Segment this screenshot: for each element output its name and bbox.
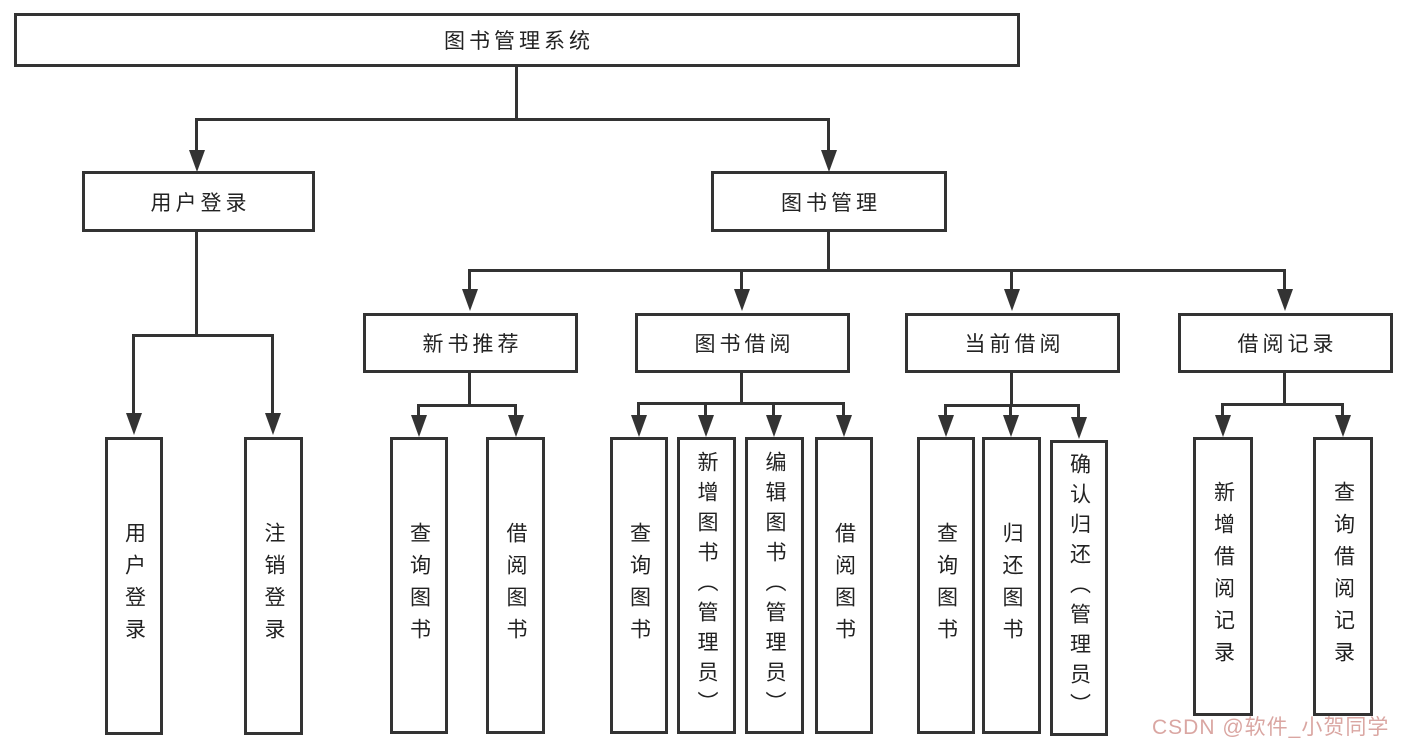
leaf-query-books-recommend: 查询图书 [390, 437, 448, 734]
arrowhead-icon [189, 150, 205, 172]
leaf-label: 查询借阅记录 [1331, 480, 1355, 673]
connector-line [271, 335, 274, 414]
connector-line [637, 403, 640, 416]
leaf-label: 借阅图书 [504, 521, 527, 650]
connector-line [827, 119, 830, 151]
connector-hline [417, 404, 517, 407]
arrowhead-icon [508, 415, 524, 437]
leaf-label: 用户登录 [122, 522, 146, 650]
leaf-logout: 注销登录 [244, 437, 303, 735]
arrowhead-icon [698, 415, 714, 437]
connector-hline [468, 269, 1286, 272]
node-current-borrow: 当前借阅 [905, 313, 1120, 373]
connector-stem [195, 232, 198, 337]
connector-hline [944, 404, 1080, 407]
connector-stem [468, 372, 471, 407]
leaf-label: 查询图书 [934, 521, 958, 650]
connector-hline [132, 334, 274, 337]
connector-stem [827, 232, 830, 272]
connector-hline [637, 402, 845, 405]
arrowhead-icon [734, 289, 750, 311]
connector-line [1221, 404, 1224, 416]
arrowhead-icon [1277, 289, 1293, 311]
connector-line [417, 405, 420, 416]
arrowhead-icon [821, 150, 837, 172]
csdn-watermark: CSDN @软件_小贺同学 [1152, 716, 1390, 739]
leaf-label: 新增借阅记录 [1211, 480, 1235, 673]
leaf-borrow-books: 借阅图书 [815, 437, 873, 734]
arrowhead-icon [411, 415, 427, 437]
arrowhead-icon [938, 415, 954, 437]
leaf-label: 借阅图书 [832, 521, 856, 650]
arrowhead-icon [1215, 415, 1231, 437]
arrowhead-icon [836, 415, 852, 437]
connector-line [1341, 404, 1344, 416]
leaf-label: 查询图书 [407, 521, 431, 650]
arrowhead-icon [1071, 417, 1087, 439]
connector-stem [1283, 372, 1286, 406]
connector-line [1009, 405, 1012, 416]
connector-line [195, 119, 198, 151]
connector-line [704, 403, 707, 416]
connector-line [132, 335, 135, 414]
arrowhead-icon [1335, 415, 1351, 437]
connector-line [514, 405, 517, 416]
node-root: 图书管理系统 [14, 13, 1020, 67]
node-borrow-records: 借阅记录 [1178, 313, 1393, 373]
node-new-book-recommend: 新书推荐 [363, 313, 578, 373]
arrowhead-icon [265, 413, 281, 435]
connector-line [944, 405, 947, 416]
node-user-login: 用户登录 [82, 171, 315, 232]
arrowhead-icon [126, 413, 142, 435]
connector-line [468, 270, 471, 290]
arrowhead-icon [766, 415, 782, 437]
leaf-add-book-admin: 新增图书（管理员） [677, 437, 736, 734]
connector-stem [1010, 372, 1013, 407]
leaf-edit-book-admin: 编辑图书（管理员） [745, 437, 804, 734]
leaf-add-borrow-record: 新增借阅记录 [1193, 437, 1253, 716]
leaf-query-borrow-record: 查询借阅记录 [1313, 437, 1373, 716]
leaf-label: 编辑图书（管理员） [763, 450, 786, 721]
leaf-query-books-borrow: 查询图书 [610, 437, 668, 734]
leaf-label: 归还图书 [1000, 521, 1023, 650]
leaf-label: 确认归还（管理员） [1067, 453, 1091, 723]
connector-line [1283, 270, 1286, 290]
leaf-borrow-books-recommend: 借阅图书 [486, 437, 545, 734]
leaf-return-books: 归还图书 [982, 437, 1041, 734]
leaf-label: 查询图书 [627, 521, 651, 650]
leaf-query-books-current: 查询图书 [917, 437, 975, 734]
leaf-label: 注销登录 [262, 522, 285, 650]
connector-stem [740, 372, 743, 405]
connector-root-hline [195, 118, 830, 121]
connector-line [740, 270, 743, 290]
connector-line [842, 403, 845, 416]
arrowhead-icon [1004, 289, 1020, 311]
connector-hline [1221, 403, 1344, 406]
leaf-confirm-return-admin: 确认归还（管理员） [1050, 440, 1108, 736]
node-book-borrow: 图书借阅 [635, 313, 850, 373]
leaf-user-login: 用户登录 [105, 437, 163, 735]
connector-line [1077, 405, 1080, 418]
arrowhead-icon [631, 415, 647, 437]
node-book-management: 图书管理 [711, 171, 947, 232]
arrowhead-icon [462, 289, 478, 311]
connector-root-stem [515, 67, 518, 121]
leaf-label: 新增图书（管理员） [695, 450, 718, 721]
connector-line [772, 403, 775, 416]
arrowhead-icon [1003, 415, 1019, 437]
connector-line [1010, 270, 1013, 290]
